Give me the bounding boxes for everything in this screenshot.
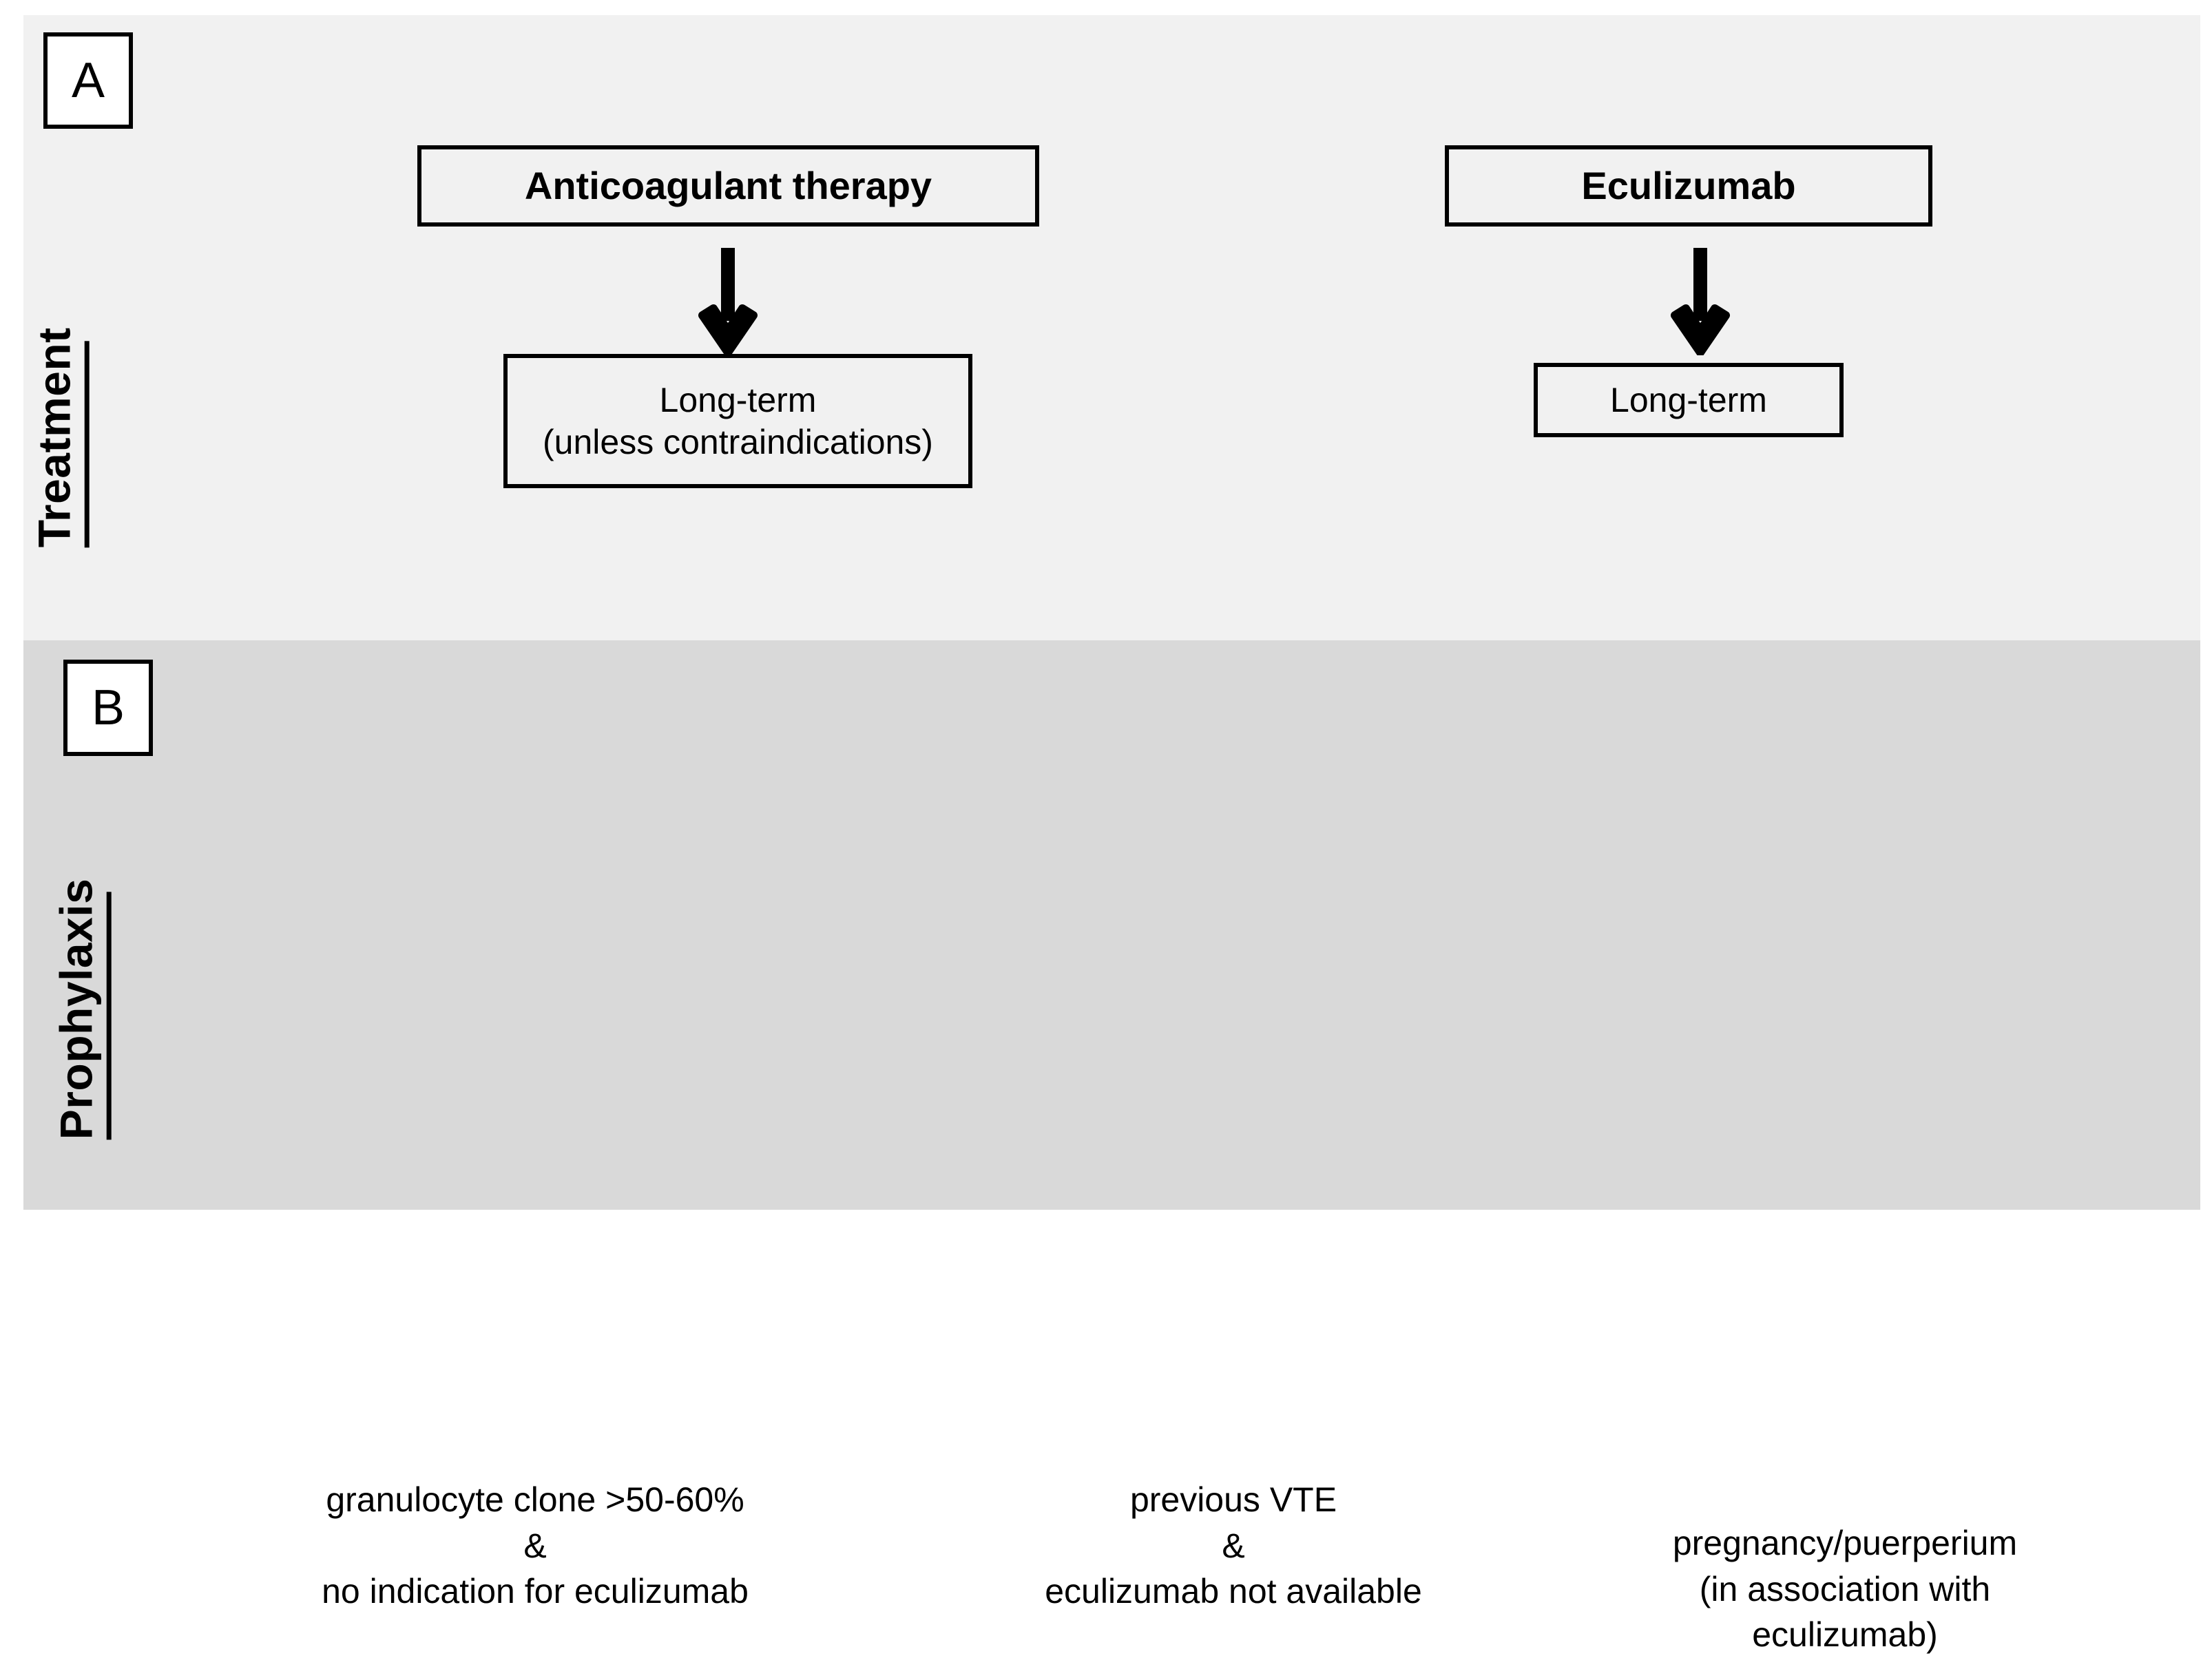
panel-label-b: B [63,660,153,756]
box-long-term-eculizumab: Long-term [1534,363,1844,437]
panel-label-a: A [43,32,133,129]
prophylaxis-indication-3: pregnancy/puerperium (in association wit… [1672,1524,2018,1654]
panel-treatment: A Treatment Anticoagulant therapy Eculiz… [23,15,2200,640]
box-eculizumab: Eculizumab [1445,145,1932,227]
figure-canvas: A Treatment Anticoagulant therapy Eculiz… [23,15,2200,1654]
box-anticoagulant-therapy: Anticoagulant therapy [417,145,1039,227]
row-label-prophylaxis: Prophylaxis [51,879,112,1140]
prophylaxis-indication-2: previous VTE & eculizumab not available [1045,1480,1422,1610]
panel-prophylaxis: B Prophylaxis granulocyte clone >50-60% … [23,640,2200,1654]
box-long-term-anticoagulation: Long-term (unless contraindications) [503,354,972,488]
down-arrow-icon-anticoagulant [698,248,758,357]
row-label-treatment: Treatment [29,327,90,548]
down-arrow-icon-eculizumab [1671,248,1730,357]
prophylaxis-indication-1: granulocyte clone >50-60% & no indicatio… [322,1480,749,1610]
